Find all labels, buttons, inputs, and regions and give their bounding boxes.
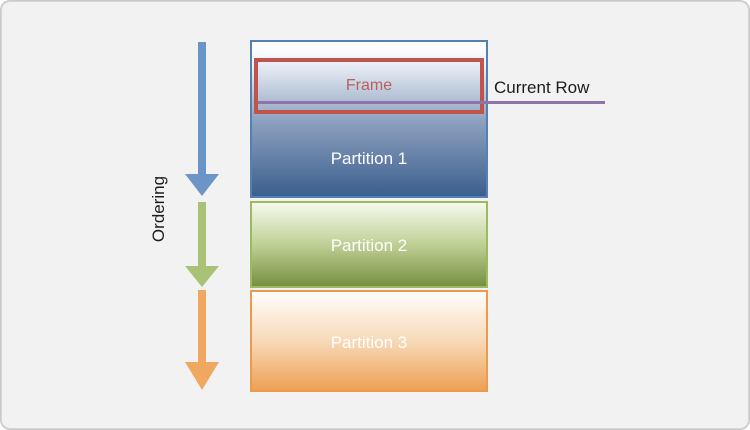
partition-2-box: Partition 2 bbox=[250, 201, 488, 288]
ordering-arrow-green bbox=[185, 202, 219, 287]
arrow-down-icon bbox=[185, 362, 219, 390]
partition-1-label: Partition 1 bbox=[330, 149, 408, 168]
ordering-arrow-orange bbox=[185, 290, 219, 390]
arrow-shaft bbox=[198, 42, 206, 174]
arrow-down-icon bbox=[185, 266, 219, 287]
arrow-shaft bbox=[198, 290, 206, 362]
ordering-arrow-blue bbox=[185, 42, 219, 196]
current-row-label: Current Row bbox=[494, 78, 590, 97]
arrow-shaft bbox=[198, 202, 206, 266]
frame-box: Frame bbox=[254, 58, 484, 114]
ordering-label: Ordering bbox=[149, 175, 168, 243]
current-row-line bbox=[258, 101, 605, 104]
arrow-down-icon bbox=[185, 174, 219, 196]
partition-3-label: Partition 3 bbox=[330, 333, 408, 352]
frame-label: Frame bbox=[345, 77, 393, 94]
partition-2-label: Partition 2 bbox=[330, 236, 408, 255]
partition-3-box: Partition 3 bbox=[250, 290, 488, 392]
